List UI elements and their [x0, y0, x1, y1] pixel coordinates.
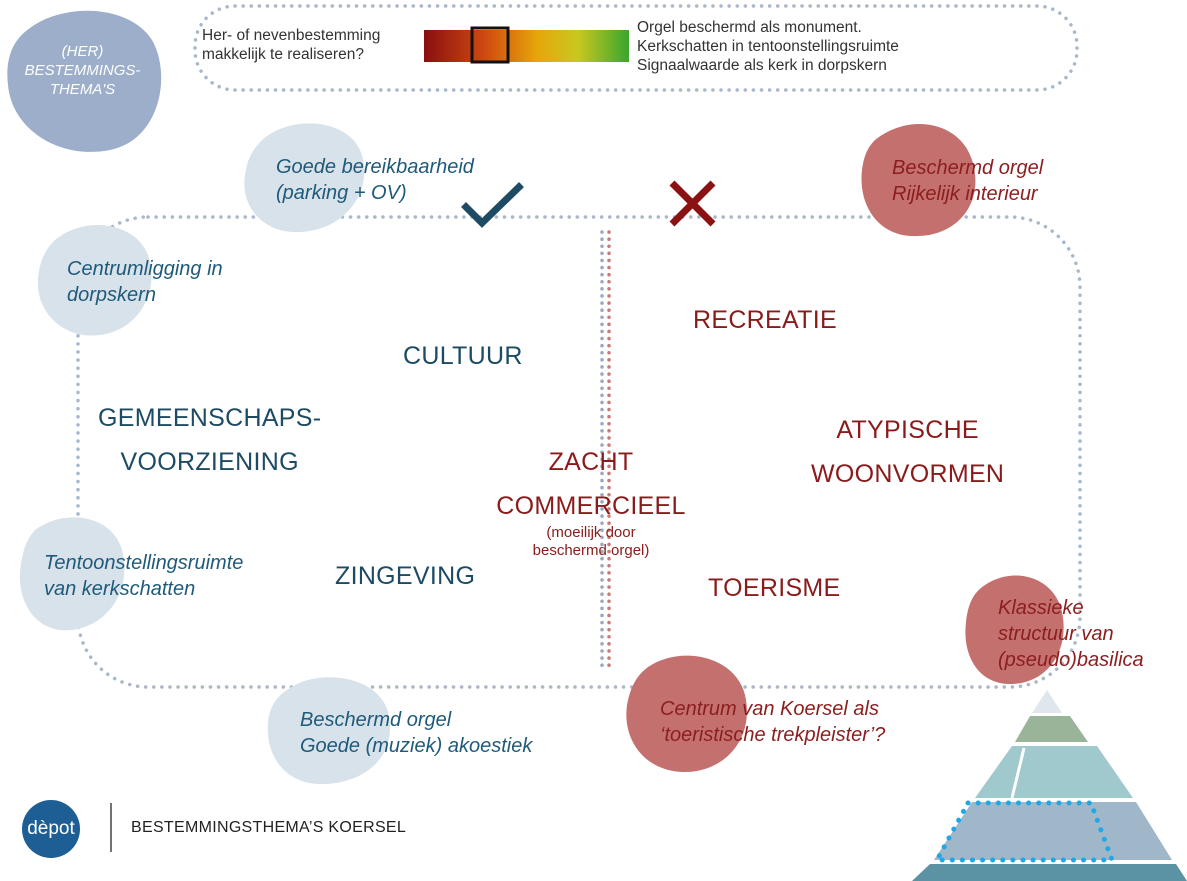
theme-zingeving: ZINGEVING	[335, 562, 476, 590]
header-blob	[7, 10, 162, 152]
gemeenschap-line-2: VOORZIENING	[120, 448, 299, 476]
theme-recreatie: RECREATIE	[693, 306, 837, 334]
blob-centrumligging	[37, 224, 152, 336]
legend-question: Her- of nevenbestemming makkelijk te rea…	[202, 26, 380, 64]
cross-icon	[669, 180, 716, 227]
theme-region	[76, 215, 1082, 689]
bereikbaarheid-text: Goede bereikbaarheid (parking + OV)	[276, 154, 474, 206]
blob-orgel	[861, 123, 976, 237]
koersel-line-2: ‘toeristische trekpleister’?	[660, 724, 886, 746]
blob-akoestiek	[267, 677, 391, 785]
theme-cultuur: CULTUUR	[403, 342, 523, 370]
note-line-2: beschermd orgel)	[532, 542, 650, 559]
blob-tentoonstelling	[19, 517, 125, 631]
legend-gradient-bar	[424, 30, 629, 62]
koersel-text: Centrum van Koersel als ‘toeristische tr…	[660, 696, 885, 748]
header-line-3: THEMA'S	[49, 81, 116, 98]
orgel-line-1: Beschermd orgel	[892, 157, 1044, 179]
basilica-line-2: structuur van	[998, 623, 1114, 645]
atypische-line-2: WOONVORMEN	[811, 460, 1005, 488]
blob-basilica	[965, 575, 1064, 685]
orgel-line-2: Rijkelijk interieur	[892, 183, 1038, 205]
basilica-line-1: Klassieke	[998, 597, 1084, 619]
zacht-line: ZACHT	[548, 448, 634, 476]
basilica-text: Klassieke structuur van (pseudo)basilica	[998, 595, 1144, 673]
legend-box	[193, 4, 1079, 92]
centrumligging-line-2: dorpskern	[67, 284, 156, 306]
akoestiek-line-2: Goede (muziek) akoestiek	[300, 735, 533, 757]
theme-toerisme: TOERISME	[708, 574, 841, 602]
tentoonstelling-line-1: Tentoonstellingsruimte	[44, 552, 244, 574]
gemeenschap-line-1: GEMEENSCHAPS-	[98, 404, 322, 432]
akoestiek-line-1: Beschermd orgel	[300, 709, 452, 731]
legend-note-1: Orgel beschermd als monument.	[637, 19, 862, 36]
pyramid-graphic	[912, 690, 1187, 881]
legend-question-line-1: Her- of nevenbestemming	[202, 27, 381, 44]
header-line-1: (HER)	[61, 43, 104, 60]
centrumligging-line-1: Centrumligging in	[67, 258, 223, 280]
basilica-line-3: (pseudo)basilica	[998, 649, 1144, 671]
legend-notes: Orgel beschermd als monument. Kerkschatt…	[637, 18, 899, 75]
koersel-line-1: Centrum van Koersel als	[660, 698, 879, 720]
atypische-line-1: ATYPISCHE	[836, 416, 979, 444]
footer-title: BESTEMMINGSTHEMA’S KOERSEL	[131, 819, 407, 836]
legend-note-2: Kerkschatten in tentoonstellingsruimte	[637, 38, 899, 55]
tentoonstelling-text: Tentoonstellingsruimte van kerkschatten	[44, 550, 243, 602]
check-icon	[461, 182, 524, 228]
centrumligging-text: Centrumligging in dorpskern	[67, 256, 223, 308]
header-blob-text: (HER) BESTEMMINGS- THEMA'S	[20, 42, 145, 99]
note-line-1: (moeilijk door	[546, 524, 636, 541]
akoestiek-text: Beschermd orgel Goede (muziek) akoestiek	[300, 707, 532, 759]
theme-gemeenschapsvoorziening: GEMEENSCHAPS- VOORZIENING	[98, 396, 321, 484]
theme-zacht-commercieel: ZACHT COMMERCIEEL	[493, 440, 689, 528]
tentoonstelling-line-2: van kerkschatten	[44, 578, 196, 600]
header-line-2: BESTEMMINGS-	[24, 62, 141, 79]
blob-koersel	[626, 655, 747, 772]
legend-marker	[470, 26, 510, 64]
commercieel-line: COMMERCIEEL	[496, 492, 686, 520]
bereikbaarheid-line-1: Goede bereikbaarheid	[276, 156, 474, 178]
zacht-commercieel-note: (moeilijk door beschermd orgel)	[510, 524, 672, 560]
depot-logo: dèpot	[22, 800, 80, 858]
bereikbaarheid-line-2: (parking + OV)	[276, 182, 407, 204]
blob-bereikbaarheid	[244, 123, 365, 233]
legend-note-3: Signaalwaarde als kerk in dorpskern	[637, 57, 887, 74]
orgel-text: Beschermd orgel Rijkelijk interieur	[892, 155, 1043, 207]
legend-question-line-2: makkelijk te realiseren?	[202, 46, 364, 63]
theme-atypische-woonvormen: ATYPISCHE WOONVORMEN	[811, 408, 1004, 496]
